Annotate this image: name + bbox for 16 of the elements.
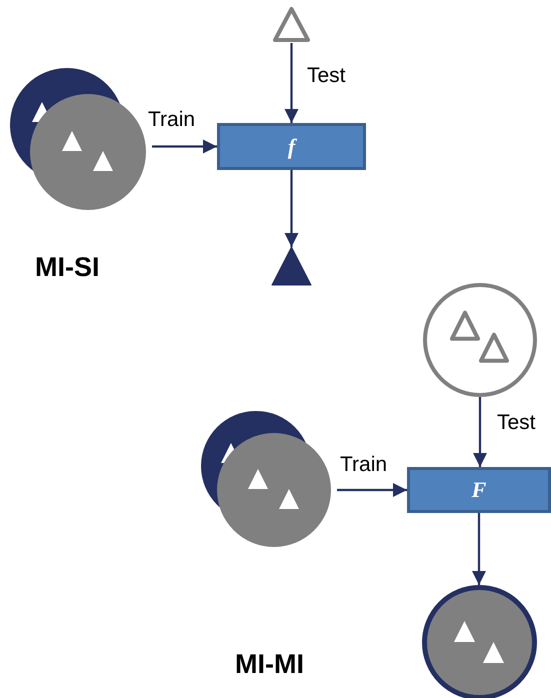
panel-title: MI-MI [235,649,304,680]
arrow [284,170,298,247]
panel-title: MI-SI [35,252,100,283]
function-box [407,467,551,513]
arrow [473,397,487,467]
edge-label: Train [148,108,196,132]
function-symbol: F [472,477,486,503]
function-symbol: f [288,134,296,160]
arrow [472,513,486,585]
arrow [284,43,298,123]
arrow [152,140,217,154]
edge-label: Test [307,64,346,88]
edge-label: Train [340,453,388,477]
function-box [217,123,366,170]
arrow [337,483,407,497]
edge-label: Test [497,411,536,435]
